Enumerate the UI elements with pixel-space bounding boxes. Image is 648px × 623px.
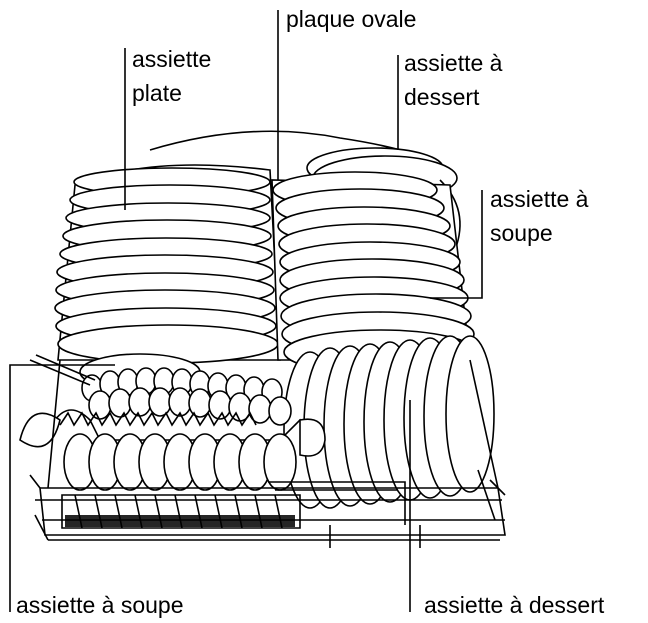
label-assiette-dessert-bottom: assiette à dessert xyxy=(424,592,605,618)
rack-mesh xyxy=(65,515,295,527)
label-plaque-ovale: plaque ovale xyxy=(286,6,417,32)
cutlery-area xyxy=(19,353,326,491)
dinner-plate-stack xyxy=(54,164,281,364)
dessert-plate-row-front xyxy=(283,335,495,509)
leader-assiette-soupe-bottom xyxy=(9,364,115,612)
label-assiette-plate-line2: plate xyxy=(132,80,182,106)
label-assiette-dessert-top-line2: dessert xyxy=(404,84,480,110)
label-assiette-soupe-bottom: assiette à soupe xyxy=(16,592,184,618)
soup-plate-stack-right xyxy=(271,171,477,375)
label-assiette-dessert-top-line1: assiette à xyxy=(404,50,503,76)
label-assiette-soupe-right-line1: assiette à xyxy=(490,186,589,212)
label-assiette-soupe-right-line2: soupe xyxy=(490,220,553,246)
label-assiette-plate-line1: assiette xyxy=(132,46,212,72)
leader-assiette-soupe-right xyxy=(430,190,483,299)
